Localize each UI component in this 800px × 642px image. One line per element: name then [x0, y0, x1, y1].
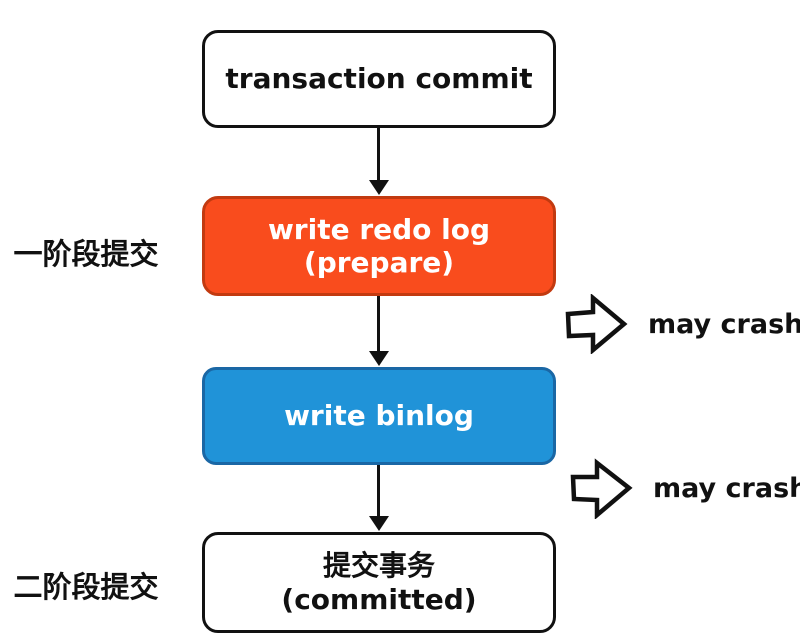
flow-arrow-2	[368, 296, 389, 366]
phase-1-label: 一阶段提交	[13, 237, 159, 271]
node-write-redo-log: write redo log (prepare)	[202, 196, 556, 296]
node-transaction-commit-label: transaction commit	[225, 62, 533, 96]
may-crash-label: may crash	[648, 308, 800, 340]
block-arrow-right-icon	[570, 458, 633, 519]
arrow-head-icon	[368, 180, 389, 195]
node-committed-sublabel: (committed)	[281, 582, 477, 616]
phase-2-label: 二阶段提交	[13, 570, 159, 604]
node-committed-label: 提交事务	[322, 549, 435, 583]
may-crash-annotation-1: may crash	[564, 293, 800, 355]
arrow-line	[377, 296, 380, 351]
may-crash-annotation-2: may crash	[569, 457, 800, 519]
may-crash-label: may crash	[653, 472, 800, 504]
block-arrow-right-icon	[565, 294, 628, 354]
node-write-redo-log-sublabel: (prepare)	[303, 246, 455, 279]
node-write-binlog-label: write binlog	[284, 399, 474, 433]
flow-arrow-3	[368, 465, 389, 531]
node-write-binlog: write binlog	[202, 367, 556, 465]
node-committed: 提交事务 (committed)	[202, 532, 556, 633]
flow-arrow-1	[368, 128, 389, 195]
node-transaction-commit: transaction commit	[202, 30, 556, 128]
arrow-head-icon	[368, 351, 389, 366]
arrow-line	[377, 465, 380, 516]
arrow-head-icon	[368, 516, 389, 531]
arrow-line	[377, 128, 380, 180]
node-write-redo-log-label: write redo log	[267, 212, 491, 246]
